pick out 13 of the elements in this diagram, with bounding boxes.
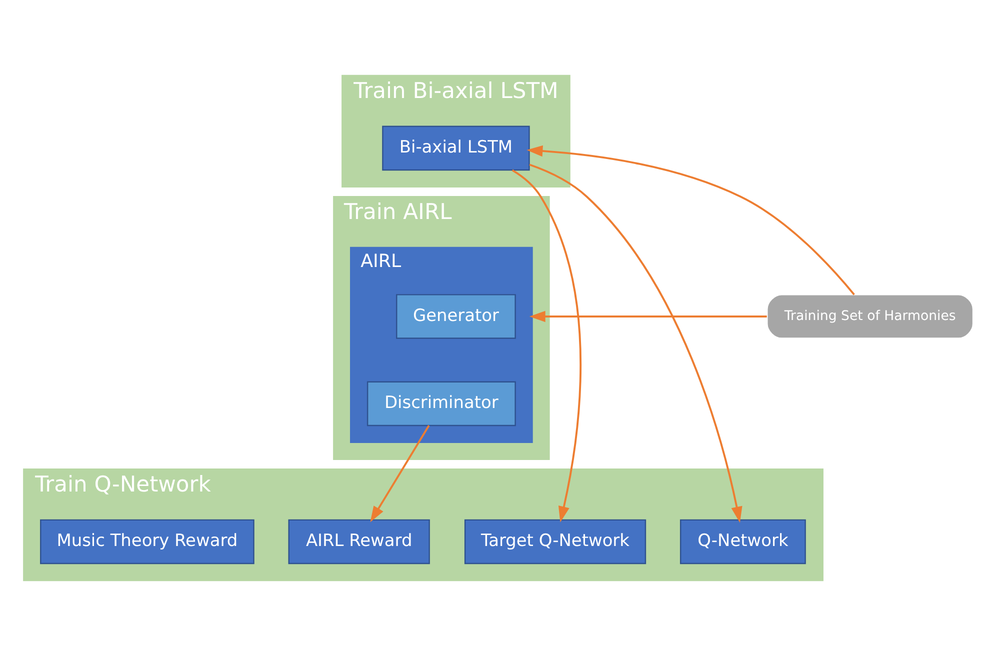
node-box: Bi-axial LSTM <box>382 125 530 170</box>
arrow <box>370 424 430 522</box>
node-box: Q-Network <box>679 518 806 564</box>
arrow <box>511 168 582 522</box>
node-box: Target Q-Network <box>464 518 646 564</box>
node-box: Training Set of Harmonies <box>766 294 974 338</box>
node-box: AIRL Reward <box>288 518 430 564</box>
arrow <box>526 144 854 295</box>
arrow <box>528 310 766 322</box>
node-box: Music Theory Reward <box>40 518 254 564</box>
node-box: Generator <box>396 294 516 338</box>
node-box: Discriminator <box>366 380 516 426</box>
arrow <box>528 163 742 522</box>
